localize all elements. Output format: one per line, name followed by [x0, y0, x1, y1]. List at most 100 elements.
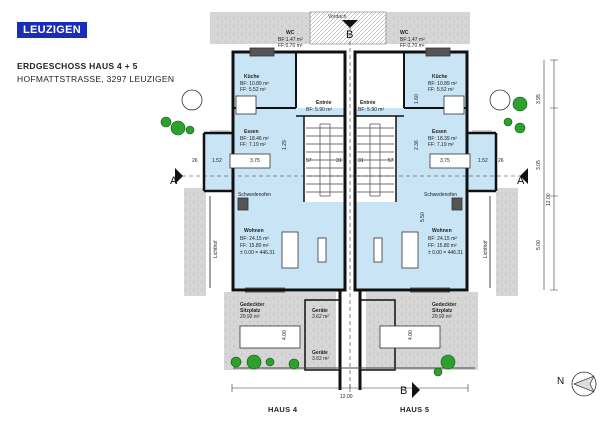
- kueche-left-bf: BF: 10.89 m²: [240, 81, 269, 87]
- wc-unit-right: [425, 47, 451, 57]
- room-labels-left: WC BF:1.47 m² FF:0.70 m² Küche BF: 10.89…: [238, 30, 332, 362]
- essen-right-bf: BF: 18.39 m²: [428, 136, 457, 142]
- section-b-top-marker: [342, 20, 358, 28]
- vertical-dimension-labels: 3.95 3.05 12.00 5.00 1.29 2.36 5.50 4.00…: [282, 94, 552, 340]
- kueche-right-name: Küche: [432, 74, 448, 80]
- wc-right-bf: BF:1.47 m²: [400, 37, 425, 43]
- dimension-lines: [231, 59, 558, 392]
- geraete-left-name: Geräte: [312, 308, 328, 314]
- dim-31-right: 31: [358, 158, 364, 164]
- table-right: [429, 153, 471, 169]
- logo-text: LEUZIGEN: [22, 24, 81, 36]
- wohnen-right-bf: BF: 24.15 m²: [428, 236, 457, 242]
- section-a-left-marker: [175, 168, 183, 184]
- sitzplatz-left-name1: Gedeckter: [240, 302, 265, 308]
- sitzplatz-right-name1: Gedeckter: [432, 302, 457, 308]
- dim-375-right: 3.75: [440, 158, 450, 164]
- section-a-right-marker: [520, 168, 528, 184]
- wc-left-ff: FF:0.70 m²: [278, 43, 303, 49]
- tv-right: [373, 237, 383, 263]
- kueche-left-name: Küche: [244, 74, 260, 80]
- wc-left-zone: [296, 52, 345, 108]
- essen-left-name: Essen: [244, 129, 259, 135]
- wohnen-right-name: Wohnen: [432, 228, 452, 234]
- kueche-left-ff: FF: 5.52 m²: [240, 87, 266, 93]
- wc-left-bf: BF:1.47 m²: [278, 37, 303, 43]
- house-4-label: HAUS 4: [268, 405, 298, 414]
- entree-right-name: Entrée: [360, 100, 376, 106]
- walls: [202, 50, 498, 390]
- compass-label: N: [557, 376, 564, 387]
- plan-title: ERDGESCHOSS HAUS 4 + 5: [17, 61, 138, 71]
- geraete-mid-area: 3.62 m²: [312, 356, 329, 362]
- wohnen-left-level: ± 0.00 = 446.31: [240, 250, 275, 256]
- sitzplatz-right-area: 20.92 m²: [432, 314, 452, 320]
- section-b-bottom-marker: [412, 382, 420, 398]
- section-b-bottom: B: [400, 385, 407, 397]
- north-compass: [571, 371, 597, 397]
- table-left: [229, 153, 271, 169]
- round-tables: [181, 89, 511, 111]
- dim-bottom: 12.00: [340, 394, 353, 400]
- sitzplatz-right-name2: Sitzplatz: [432, 308, 453, 314]
- dim-1200: 12.00: [546, 193, 552, 206]
- section-lines: [175, 20, 528, 390]
- wohnen-right-level: ± 0.00 = 446.31: [428, 250, 463, 256]
- dim-395: 3.95: [536, 94, 542, 104]
- wc-right-zone: [355, 52, 404, 108]
- essen-right-ff: FF: 7.19 m²: [428, 142, 454, 148]
- stove-left: [237, 197, 249, 211]
- plan-address: HOFMATTSTRASSE, 3297 LEUZIGEN: [17, 74, 175, 84]
- furniture: [229, 47, 471, 349]
- dim-160: 1.60: [414, 94, 420, 104]
- sitzplatz-left-name2: Sitzplatz: [240, 308, 261, 314]
- kitchen-unit-right: [443, 95, 465, 115]
- tv-left: [317, 237, 327, 263]
- section-b-top: B: [346, 29, 353, 41]
- dim-375-left: 3.75: [250, 158, 260, 164]
- kueche-right-ff: FF: 5.52 m²: [428, 87, 454, 93]
- house-5-label: HAUS 5: [400, 405, 430, 414]
- schwedenofen-left: Schwedenofen: [238, 192, 271, 198]
- essen-left-ff: FF: 7.19 m²: [240, 142, 266, 148]
- room-labels-right: WC BF:1.47 m² FF:0.70 m² Küche BF: 10.89…: [358, 30, 463, 320]
- entree-left-name: Entrée: [316, 100, 332, 106]
- dim-500: 5.00: [536, 240, 542, 250]
- dim-152-left: 1.52: [212, 158, 222, 164]
- section-a-left: A: [170, 175, 178, 187]
- outdoor-table-left: [239, 325, 301, 349]
- kueche-right-bf: BF: 10.89 m²: [428, 81, 457, 87]
- dim-57-right: 57: [388, 158, 394, 164]
- section-a-right: A: [517, 175, 525, 187]
- essen-right-name: Essen: [432, 129, 447, 135]
- wohnen-left-ff: FF: 15.80 m²: [240, 243, 269, 249]
- vordach-hatch: [309, 11, 387, 45]
- leuzigen-logo: LEUZIGEN: [17, 22, 87, 38]
- dim-57-left: 57: [306, 158, 312, 164]
- dim-305: 3.05: [536, 160, 542, 170]
- wohnen-left-name: Wohnen: [244, 228, 264, 234]
- dim-26-right: 26: [498, 158, 504, 164]
- entree-right-bf: BF: 5.90 m²: [358, 107, 384, 113]
- dim-129: 1.29: [282, 140, 288, 150]
- stair-right: [355, 116, 396, 202]
- schwedenofen-right: Schwedenofen: [424, 192, 457, 198]
- sofa-right: [401, 231, 419, 269]
- wc-left-name: WC: [286, 30, 295, 36]
- dim-152-right: 1.52: [478, 158, 488, 164]
- lichthof-left: Lichthof: [213, 240, 219, 258]
- stair-left: [304, 116, 345, 202]
- geraete-mid-name: Geräte: [312, 350, 328, 356]
- terrace-right-side: [496, 188, 518, 296]
- dim-550: 5.50: [420, 212, 426, 222]
- wc-unit-left: [249, 47, 275, 57]
- wc-right-name: WC: [400, 30, 409, 36]
- vordach-label: Vordach: [328, 14, 347, 20]
- dim-400-right: 4.00: [408, 330, 414, 340]
- essen-left-bf: BF: 18.46 m²: [240, 136, 269, 142]
- dim-31-left: 31: [336, 158, 342, 164]
- geraete-left-area: 3.62 m²: [312, 314, 329, 320]
- dim-26-left: 26: [192, 158, 198, 164]
- wohnen-left-bf: BF: 24.15 m²: [240, 236, 269, 242]
